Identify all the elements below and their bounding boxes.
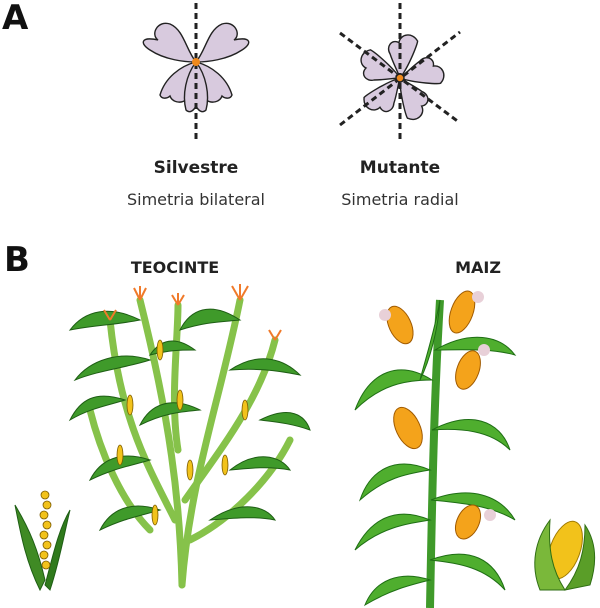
wild-symmetry-label: Simetria bilateral — [126, 190, 265, 209]
wild-flower-bilateral — [142, 22, 250, 113]
mutant-label: Mutante — [359, 158, 441, 178]
flower-center — [395, 73, 405, 83]
corn-cob — [534, 518, 595, 591]
teosinte-title: TEOCINTE — [130, 258, 220, 277]
teosinte-plant — [68, 284, 311, 589]
mutant-symmetry-label: Simetria radial — [341, 190, 459, 209]
panel-b-label: B — [4, 240, 30, 280]
flower-center — [192, 58, 200, 66]
teosinte-ear — [14, 490, 71, 592]
panel-a-label: A — [2, 0, 29, 38]
maize-plant — [354, 290, 517, 608]
maize-title: MAIZ — [455, 258, 501, 277]
wild-label: Silvestre — [153, 158, 239, 178]
